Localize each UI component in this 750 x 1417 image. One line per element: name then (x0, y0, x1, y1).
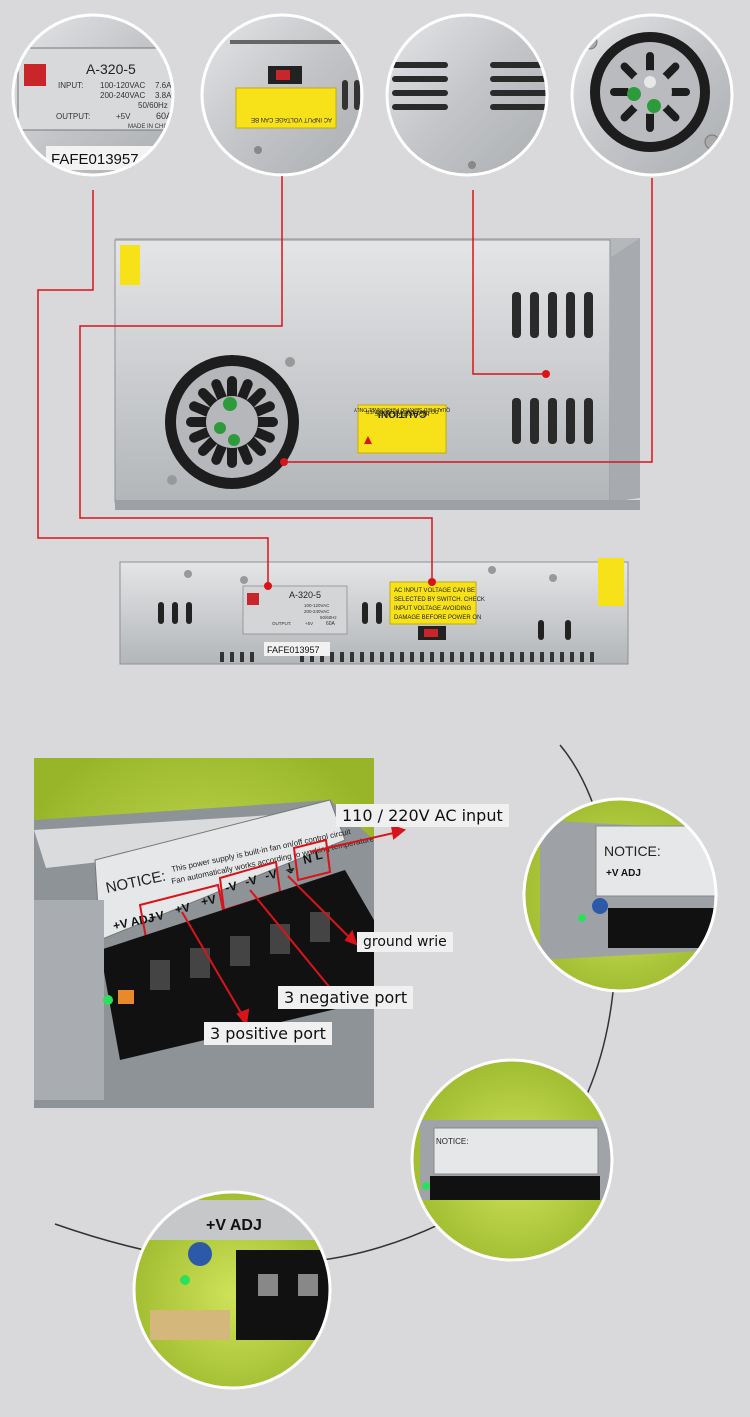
label-output-voltage: +5V (116, 112, 131, 121)
leader-lines-top (37, 176, 653, 586)
ground-wire-callout: ground wrie (357, 932, 453, 952)
side-switch-warning: AC INPUT VOLTAGE CAN BE SELECTED BY SWIT… (389, 581, 485, 640)
terminal-ground: ⏚ (283, 861, 298, 877)
zoom-notice-title: NOTICE: (604, 843, 661, 859)
zoom-circle-terminal-strip: NOTICE: (412, 1060, 612, 1260)
label-output-current: 60A (156, 111, 172, 121)
zoom-circle-notice: NOTICE: +V ADJ (524, 799, 716, 991)
zoom-circle-label: A-320-5 INPUT: 100-120VAC 7.6A 200-240VA… (13, 15, 173, 175)
side-label-output: OUTPUT: (272, 621, 291, 626)
label-input-range-2: 200-240VAC (100, 91, 145, 100)
caution-line-1: HIGH VOLTAGE INSIDE (374, 410, 429, 416)
terminal-n: N (302, 851, 313, 866)
side-label-range-2: 200-240VAC (304, 609, 330, 614)
power-supply-top-view: CAUTION! HIGH VOLTAGE INSIDE DO NOT REMO… (114, 238, 640, 510)
strip-notice-title: NOTICE: (436, 1137, 468, 1146)
caution-label: CAUTION! HIGH VOLTAGE INSIDE DO NOT REMO… (353, 404, 450, 454)
warning-line-4: DAMAGE BEFORE POWER ON (394, 615, 481, 621)
adj-zoom-label: +V ADJ (206, 1217, 262, 1234)
zoom-circle-fan (572, 15, 732, 175)
side-vent-row (220, 652, 594, 662)
zoom-terminal-adj: +V ADJ (606, 868, 641, 879)
zoom-circle-adj: +V ADJ (134, 1192, 330, 1388)
caution-title: CAUTION! (378, 408, 427, 419)
power-supply-side-view: A-320-5 100-120VAC 200-240VAC 50/60Hz OU… (119, 558, 629, 665)
label-input-range-1: 100-120VAC (100, 81, 145, 90)
label-frequency: 50/60Hz (138, 101, 168, 110)
zoom-circle-vents (387, 15, 547, 175)
negative-port-callout: 3 negative port (278, 986, 414, 1009)
terminal-leader-arrows (181, 824, 407, 1027)
caution-line-3: QUALIFIED SERVICE PERSONNEL ONLY (353, 406, 450, 412)
label-serial: FAFE013957 (51, 151, 139, 168)
terminal-pos-2: +V (174, 900, 192, 917)
zoom-circle-switch: AC INPUT VOLTAGE CAN BE (202, 15, 362, 175)
terminal-closeup-photo: NOTICE: This power supply is built-in fa… (34, 758, 375, 1108)
warning-line-2: SELECTED BY SWITCH. CHECK (394, 597, 485, 603)
terminal-l: L (314, 848, 324, 863)
side-spec-label: A-320-5 100-120VAC 200-240VAC 50/60Hz OU… (242, 585, 348, 656)
label-model: A-320-5 (86, 61, 136, 77)
terminal-neg-3: -V (264, 867, 279, 883)
warning-line-3: INPUT VOLTAGE AVOIDING (394, 606, 472, 612)
side-label-model: A-320-5 (289, 590, 321, 600)
terminal-pos-1: +V (148, 908, 166, 925)
label-input-current-1: 7.6A (155, 81, 172, 90)
svg-text:AC INPUT VOLTAGE CAN BE: AC INPUT VOLTAGE CAN BE (251, 116, 332, 122)
caution-line-2: DO NOT REMOVE THE COVER (365, 408, 438, 414)
side-label-range-1: 100-120VAC (304, 603, 330, 608)
cooling-fan (165, 355, 299, 489)
side-label-serial: FAFE013957 (267, 645, 320, 655)
ac-input-callout: 110 / 220V AC input (336, 804, 509, 827)
side-label-voltage: +5V (305, 621, 313, 626)
side-label-current: 60A (326, 621, 336, 627)
top-view-vents (512, 292, 593, 444)
side-label-frequency: 50/60Hz (320, 615, 338, 620)
terminal-pos-3: +V (200, 892, 218, 909)
label-output: OUTPUT: (56, 112, 90, 121)
label-made-in: MADE IN CHINA (128, 124, 173, 130)
positive-port-callout: 3 positive port (204, 1022, 332, 1045)
label-input: INPUT: (58, 81, 83, 90)
terminal-neg-1: -V (224, 879, 239, 895)
terminal-neg-2: -V (244, 873, 259, 889)
label-input-current-2: 3.8A (155, 91, 172, 100)
warning-line-1: AC INPUT VOLTAGE CAN BE (394, 588, 475, 594)
